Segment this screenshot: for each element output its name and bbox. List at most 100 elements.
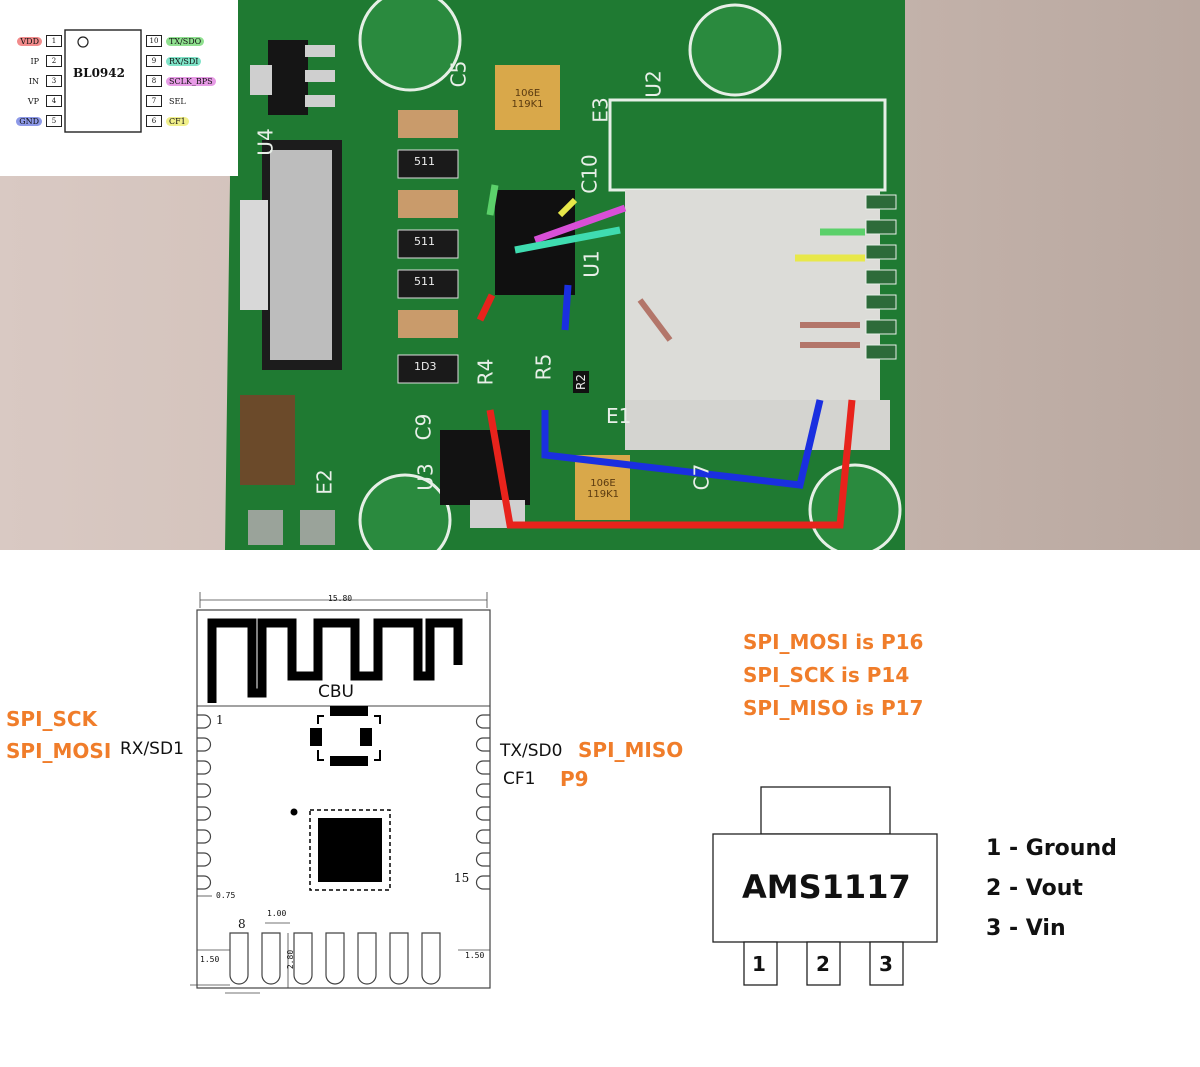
bl0942-pin-vdd: VDD 1 — [0, 34, 66, 48]
bottom-pin-pad — [229, 932, 249, 985]
dim-100: 1.00 — [267, 909, 287, 918]
bl0942-pin-number: 4 — [46, 95, 62, 107]
castellation-right-pad — [475, 875, 490, 890]
module-pin-1: 1 — [216, 713, 224, 727]
bl0942-pin-gnd: GND 5 — [0, 114, 66, 128]
spi-note-miso: SPI_MISO is P17 — [743, 696, 924, 720]
bl0942-pin-number: 6 — [146, 115, 162, 127]
pcb-silk-r2: R2 — [572, 371, 589, 393]
ams1117-pin-2: 2 — [816, 952, 830, 976]
bl0942-pin-label: SCLK_BPS — [166, 76, 216, 86]
bl0942-pin-number: 8 — [146, 75, 162, 87]
bl0942-pin-sclk-bps: 8 SCLK_BPS — [142, 74, 216, 88]
annotation-cf1: CF1 — [503, 769, 536, 789]
bl0942-pin-label: SEL — [169, 96, 186, 106]
pcb-silk-u2: U2 — [641, 70, 666, 98]
ams1117-legend-vin: 3 - Vin — [986, 916, 1066, 941]
module-width-dimension: 15.80 — [328, 594, 353, 603]
pcb-silk-e1: E1 — [606, 404, 632, 428]
castellation-right-pad — [475, 714, 490, 729]
bl0942-pin-number: 5 — [46, 115, 62, 127]
annotation-p9: P9 — [560, 767, 589, 791]
castellation-left-pad — [197, 714, 212, 729]
pcb-silk-c10: C10 — [577, 154, 602, 194]
pcb-silk-c7: C7 — [689, 463, 714, 491]
bl0942-pin-cf1: 6 CF1 — [142, 114, 189, 128]
bl0942-pin-number: 10 — [146, 35, 162, 47]
module-chip-label: CBU — [318, 682, 354, 702]
module-pin-8: 8 — [238, 917, 246, 931]
module-diagram — [190, 592, 491, 994]
annotation-spi-mosi: SPI_MOSI — [6, 739, 112, 763]
castellation-left-pad — [197, 852, 212, 867]
pcb-silk-e3: E3 — [588, 97, 613, 123]
pcb-silk-e2: E2 — [312, 469, 337, 495]
castellation-right-pad — [475, 829, 490, 844]
bottom-pin-pad — [421, 932, 441, 985]
dim-280: 2.80 — [286, 949, 296, 970]
marking-tantalum-2: 106E 119K1 — [586, 478, 619, 500]
bl0942-pin-ip: IP 2 — [0, 54, 66, 68]
spi-note-sck: SPI_SCK is P14 — [743, 663, 910, 687]
antenna-trace — [207, 618, 463, 703]
castellation-left-pad — [197, 783, 212, 798]
castellation-right-pad — [475, 783, 490, 798]
pcb-silk-u3: U3 — [413, 463, 438, 491]
annotation-spi-miso: SPI_MISO — [578, 738, 684, 762]
marking-resistor-4: 1D3 — [414, 360, 437, 373]
castellation-right-pad — [475, 737, 490, 752]
annotation-tx-sd0: TX/SD0 — [500, 741, 563, 761]
dim-150-left: 1.50 — [200, 955, 220, 964]
bl0942-pin-label: VP — [27, 96, 39, 106]
pcb-silk-c5: C5 — [446, 60, 471, 88]
ams1117-name: AMS1117 — [742, 868, 911, 906]
marking-tantalum-1: 106E 119K1 — [511, 88, 544, 110]
pcb-silk-r5: R5 — [531, 353, 556, 381]
module-pin-15: 15 — [454, 871, 470, 885]
ams1117-legend-ground: 1 - Ground — [986, 836, 1117, 861]
castellation-left-pad — [197, 806, 212, 821]
bottom-pin-pad — [389, 932, 409, 985]
bl0942-pin-label: GND — [16, 116, 42, 126]
bl0942-pin-label: TX/SDO — [166, 36, 205, 46]
pcb-silk-u4: U4 — [253, 128, 278, 156]
castellation-right-pad — [475, 852, 490, 867]
bl0942-pin-rx-sdi: 9 RX/SDI — [142, 54, 202, 68]
bl0942-pin-label: RX/SDI — [166, 56, 202, 66]
marking-resistor-2: 511 — [414, 235, 435, 248]
bl0942-pin-label: CF1 — [166, 116, 189, 126]
pcb-silk-r4: R4 — [473, 358, 498, 386]
chip-shield — [310, 706, 372, 766]
ams1117-pin-1: 1 — [752, 952, 766, 976]
ams1117-package — [712, 786, 938, 986]
spi-note-mosi: SPI_MOSI is P16 — [743, 630, 924, 654]
castellation-left-pad — [197, 875, 212, 890]
pcb-silk-c9: C9 — [411, 413, 436, 441]
pcb-silk-u1: U1 — [579, 250, 604, 278]
dim-075: 0.75 — [216, 891, 236, 900]
castellation-right-pad — [475, 806, 490, 821]
annotation-rx-sd1: RX/SD1 — [120, 739, 184, 759]
bl0942-pin-number: 2 — [46, 55, 62, 67]
bl0942-pin-tx-sdo: 10 TX/SDO — [142, 34, 205, 48]
castellation-left-pad — [197, 829, 212, 844]
bl0942-pin-vp: VP 4 — [0, 94, 66, 108]
bl0942-pin-number: 1 — [46, 35, 62, 47]
bottom-pin-pad — [261, 932, 281, 985]
bottom-pin-pad — [325, 932, 345, 985]
bl0942-chip-name: BL0942 — [73, 66, 125, 80]
annotation-spi-sck: SPI_SCK — [6, 707, 98, 731]
castellation-left-pad — [197, 760, 212, 775]
ams1117-pin-3: 3 — [879, 952, 893, 976]
bl0942-pin-label: IP — [30, 56, 39, 66]
bl0942-pin-label: VDD — [17, 36, 42, 46]
qfn-chip — [318, 818, 382, 882]
dim-150-right: 1.50 — [465, 951, 485, 960]
bl0942-pin-number: 9 — [146, 55, 162, 67]
bl0942-pin-number: 3 — [46, 75, 62, 87]
marking-resistor-1: 511 — [414, 155, 435, 168]
bottom-pin-pad — [357, 932, 377, 985]
bl0942-pin-number: 7 — [146, 95, 162, 107]
